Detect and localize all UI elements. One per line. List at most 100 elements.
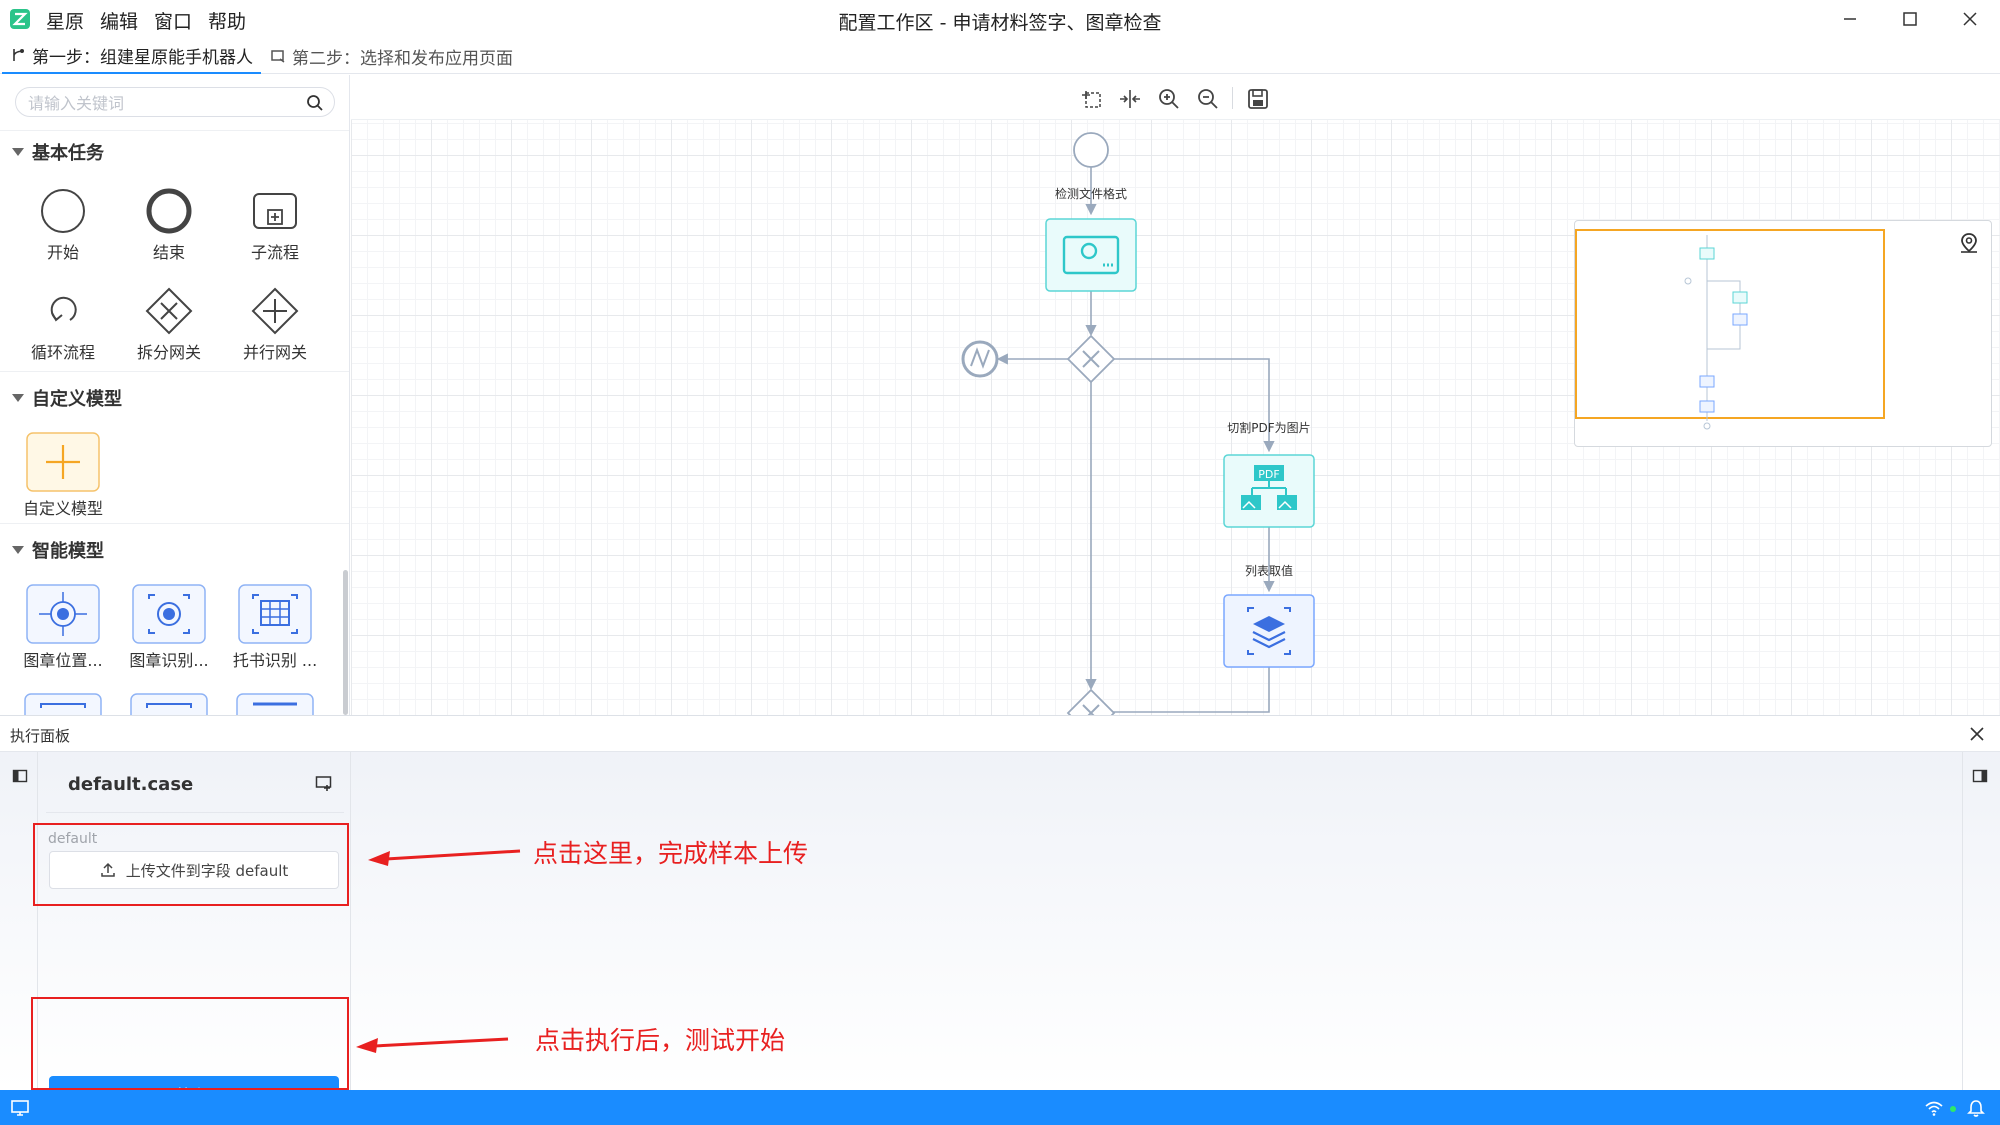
- flow-canvas[interactable]: 检测文件格式 切割PDF为图片 PDF 列表取值: [351, 75, 2000, 715]
- connection-status-dot: [1950, 1106, 1956, 1112]
- node-list-value-label: 列表取值: [1245, 563, 1293, 578]
- upload-icon: [100, 862, 115, 877]
- zoom-in-icon: [1159, 89, 1179, 109]
- minimap[interactable]: [1574, 220, 1992, 447]
- section-divider: [0, 130, 349, 131]
- location-pin-icon[interactable]: [1957, 231, 1981, 255]
- annotation-box-upload: [33, 823, 349, 906]
- end-circle-icon: [146, 188, 192, 234]
- edge-list-to-merge: [1111, 667, 1270, 713]
- menu-bar: 星原 编辑 窗口 帮助: [46, 7, 246, 34]
- plus-icon: [26, 432, 100, 492]
- menu-item-xingyuan[interactable]: 星原: [46, 11, 85, 33]
- close-panel-icon[interactable]: [1968, 725, 1986, 743]
- menu-item-help[interactable]: 帮助: [208, 11, 247, 33]
- tool-parallel-gateway[interactable]: 并行网关: [225, 285, 325, 363]
- monitor-icon[interactable]: [10, 1099, 30, 1117]
- annotation-upload-hint: 点击这里，完成样本上传: [533, 839, 809, 868]
- subprocess-icon: [253, 193, 297, 229]
- select-area-button[interactable]: [1079, 86, 1105, 112]
- tool-custom-model[interactable]: 自定义模型: [13, 431, 113, 519]
- node-detect-format-label: 检测文件格式: [1055, 186, 1127, 201]
- flow-diagram: 检测文件格式 切割PDF为图片 PDF 列表取值: [961, 132, 1315, 715]
- close-window-button[interactable]: [1940, 0, 2000, 38]
- tool-start-label: 开始: [46, 243, 79, 262]
- maximize-button[interactable]: [1880, 0, 1940, 38]
- tool-parallel-gateway-label: 并行网关: [242, 343, 307, 362]
- tool-seal-location[interactable]: 图章位置...: [13, 583, 113, 671]
- smart-model-icon: [24, 693, 102, 715]
- window-controls: [1820, 0, 2000, 38]
- zoom-out-icon: [1198, 89, 1218, 109]
- step-tabs: 第一步：组建星原能手机器人 第二步：选择和发布应用页面: [0, 38, 2000, 74]
- tool-subprocess[interactable]: 子流程: [225, 185, 325, 263]
- zoom-out-button[interactable]: [1195, 86, 1221, 112]
- tool-loop-label: 循环流程: [30, 343, 95, 362]
- field-label: default: [48, 831, 98, 847]
- palette-scrollbar[interactable]: [343, 570, 348, 715]
- save-icon: [1248, 89, 1268, 109]
- annotation-execute-hint: 点击执行后，测试开始: [535, 1026, 786, 1055]
- tool-custom-model-label: 自定义模型: [22, 499, 103, 518]
- pdf-badge-text: PDF: [1258, 468, 1279, 481]
- tool-end-label: 结束: [152, 243, 185, 262]
- select-area-icon: [1082, 91, 1101, 108]
- exception-end-event[interactable]: [961, 340, 999, 378]
- title-bar: 星原 编辑 窗口 帮助 配置工作区 - 申请材料签字、图章检查: [0, 0, 2000, 38]
- menu-item-window[interactable]: 窗口: [154, 11, 193, 33]
- upload-file-label: 上传文件到字段 default: [125, 861, 289, 880]
- tool-smart-partial[interactable]: [13, 692, 113, 715]
- section-basic-label: 基本任务: [32, 143, 104, 164]
- tool-exclusive-gateway[interactable]: 拆分网关: [119, 285, 219, 363]
- node-list-value[interactable]: [1223, 594, 1315, 668]
- menu-item-edit[interactable]: 编辑: [100, 11, 139, 33]
- tool-loop[interactable]: 循环流程: [13, 285, 113, 363]
- save-button[interactable]: [1245, 86, 1271, 112]
- execution-panel: 执行面板 default.case default 上传文件到字段 defaul…: [0, 715, 2000, 1116]
- section-basic-tasks[interactable]: 基本任务: [12, 139, 104, 165]
- smart-model-icon: [236, 693, 314, 715]
- seal-recognition-icon: [132, 584, 206, 644]
- start-event[interactable]: [1073, 132, 1109, 168]
- notification-bell-icon[interactable]: [1966, 1098, 1986, 1118]
- loop-icon: [50, 296, 77, 322]
- parallel-gateway-icon: [251, 287, 299, 335]
- tool-end[interactable]: 结束: [119, 185, 219, 263]
- align-button[interactable]: [1117, 86, 1143, 112]
- tool-smart-partial[interactable]: [225, 692, 325, 715]
- status-bar: [0, 1090, 2000, 1125]
- tool-seal-location-label: 图章位置...: [23, 651, 103, 670]
- merge-gateway[interactable]: [1066, 688, 1116, 715]
- node-detect-format[interactable]: [1045, 218, 1137, 292]
- case-name: default.case: [68, 774, 194, 795]
- smart-model-icon: [130, 693, 208, 715]
- tool-smart-partial[interactable]: [119, 692, 219, 715]
- tool-start[interactable]: 开始: [13, 185, 113, 263]
- execution-panel-title: 执行面板: [10, 727, 71, 745]
- toggle-right-sidebar-icon[interactable]: [1972, 768, 1988, 784]
- align-distribute-icon: [1120, 90, 1140, 108]
- minimap-viewport[interactable]: [1575, 229, 1885, 419]
- tab-step-one[interactable]: 第一步：组建星原能手机器人: [2, 38, 261, 74]
- seal-location-icon: [26, 584, 100, 644]
- search-input[interactable]: [28, 92, 298, 114]
- app-logo-icon: [10, 9, 30, 29]
- add-case-icon[interactable]: [315, 774, 333, 792]
- section-custom-models[interactable]: 自定义模型: [12, 385, 122, 411]
- tab-step-two-label: 第二步：选择和发布应用页面: [292, 48, 513, 69]
- wifi-icon: [1925, 1101, 1943, 1116]
- search-icon[interactable]: [306, 94, 324, 112]
- node-split-pdf[interactable]: PDF: [1223, 454, 1315, 528]
- upload-file-button[interactable]: 上传文件到字段 default: [49, 851, 339, 889]
- tool-seal-recognition[interactable]: 图章识别...: [119, 583, 219, 671]
- minimize-button[interactable]: [1820, 0, 1880, 38]
- case-divider: [46, 812, 344, 813]
- zoom-in-button[interactable]: [1156, 86, 1182, 112]
- tab-step-two[interactable]: 第二步：选择和发布应用页面: [262, 38, 521, 74]
- exclusive-gateway[interactable]: [1066, 334, 1116, 384]
- tool-exclusive-gateway-label: 拆分网关: [136, 343, 201, 362]
- tool-document-recognition[interactable]: 托书识别 ...: [225, 583, 325, 671]
- toggle-left-sidebar-icon[interactable]: [12, 768, 28, 784]
- section-smart-models[interactable]: 智能模型: [12, 537, 104, 563]
- caret-down-icon: [12, 546, 24, 554]
